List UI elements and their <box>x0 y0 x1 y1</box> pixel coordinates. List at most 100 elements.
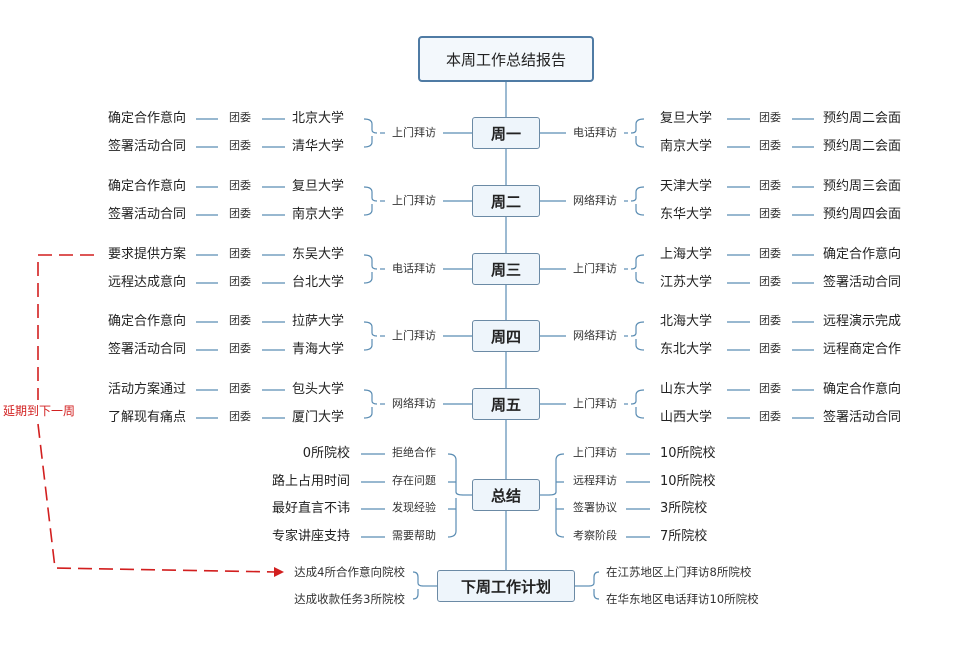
left-school-text: 复旦大学 <box>292 179 345 194</box>
day-node[interactable]: 周四 <box>472 320 540 352</box>
root-node[interactable]: 本周工作总结报告 <box>418 36 594 82</box>
left-org-text: 团委 <box>229 179 251 192</box>
summary-left-tag: 发现经验 <box>392 501 436 514</box>
summary-right-text: 3所院校 <box>660 501 708 516</box>
left-result-text: 确定合作意向 <box>107 111 186 126</box>
day-label: 周一 <box>490 124 521 143</box>
right-bracket <box>630 321 645 351</box>
left-org-text: 团委 <box>229 342 251 355</box>
left-result-text: 签署活动合同 <box>107 207 186 222</box>
right-org-text: 团委 <box>759 207 781 220</box>
right-org-text: 团委 <box>759 342 781 355</box>
right-school-text: 江苏大学 <box>660 275 713 290</box>
day-label: 周五 <box>490 395 521 414</box>
day-node[interactable]: 周三 <box>472 253 540 285</box>
postpone-arrowhead <box>274 567 284 577</box>
summary-left-tag: 拒绝合作 <box>392 446 436 459</box>
right-school-text: 复旦大学 <box>660 111 713 126</box>
right-method-label: 上门拜访 <box>573 262 617 275</box>
summary-right-tag: 考察阶段 <box>573 529 617 542</box>
plan-left-text: 达成收款任务3所院校 <box>294 592 405 606</box>
right-result-text: 预约周二会面 <box>823 111 902 126</box>
postpone-label: 延期到下一周 <box>3 404 76 418</box>
left-method-label: 上门拜访 <box>392 329 436 342</box>
summary-node[interactable]: 总结 <box>472 479 540 511</box>
plan-right-text: 在华东地区电话拜访10所院校 <box>606 592 759 606</box>
right-school-text: 上海大学 <box>660 247 713 262</box>
right-method-label: 电话拜访 <box>573 126 617 139</box>
summary-left-text: 路上占用时间 <box>271 474 350 489</box>
left-school-text: 拉萨大学 <box>292 314 345 329</box>
plan-right-text: 在江苏地区上门拜访8所院校 <box>606 565 752 579</box>
right-result-text: 确定合作意向 <box>823 382 902 397</box>
left-org-text: 团委 <box>229 207 251 220</box>
summary-left-tag: 需要帮助 <box>392 529 436 542</box>
right-org-text: 团委 <box>759 139 781 152</box>
right-school-text: 山东大学 <box>660 382 713 397</box>
left-org-text: 团委 <box>229 382 251 395</box>
right-school-text: 北海大学 <box>660 314 713 329</box>
right-result-text: 签署活动合同 <box>823 275 902 290</box>
summary-right-bracket <box>556 481 564 510</box>
summary-right-text: 7所院校 <box>660 529 708 544</box>
left-school-text: 东吴大学 <box>292 247 345 262</box>
right-org-text: 团委 <box>759 111 781 124</box>
summary-right-text: 10所院校 <box>660 474 716 489</box>
left-org-text: 团委 <box>229 111 251 124</box>
right-result-text: 签署活动合同 <box>823 410 902 425</box>
left-result-text: 签署活动合同 <box>107 342 186 357</box>
left-result-text: 签署活动合同 <box>107 139 186 154</box>
right-result-text: 远程商定合作 <box>823 342 902 357</box>
left-bracket <box>363 186 378 216</box>
day-label: 周二 <box>490 192 521 211</box>
left-school-text: 清华大学 <box>292 139 345 154</box>
right-school-text: 山西大学 <box>660 410 713 425</box>
left-result-text: 远程达成意向 <box>107 275 186 290</box>
summary-left-text: 专家讲座支持 <box>271 529 350 544</box>
left-method-label: 网络拜访 <box>392 397 436 410</box>
left-result-text: 活动方案通过 <box>107 382 186 397</box>
left-method-label: 上门拜访 <box>392 126 436 139</box>
left-method-label: 电话拜访 <box>392 262 436 275</box>
right-result-text: 预约周四会面 <box>823 207 902 222</box>
left-school-text: 包头大学 <box>292 382 345 397</box>
left-school-text: 南京大学 <box>292 207 345 222</box>
right-org-text: 团委 <box>759 179 781 192</box>
right-result-text: 远程演示完成 <box>823 314 902 329</box>
right-method-label: 网络拜访 <box>573 194 617 207</box>
plan-right-bracket <box>588 571 600 600</box>
summary-left-text: 0所院校 <box>302 446 350 461</box>
left-school-text: 青海大学 <box>292 342 345 357</box>
right-result-text: 预约周二会面 <box>823 139 902 154</box>
right-school-text: 南京大学 <box>660 139 713 154</box>
right-org-text: 团委 <box>759 314 781 327</box>
left-bracket <box>363 118 378 148</box>
root-label: 本周工作总结报告 <box>445 50 566 69</box>
summary-left-bracket <box>448 481 456 510</box>
right-school-text: 东华大学 <box>660 207 713 222</box>
plan-left-bracket <box>412 571 424 600</box>
left-result-text: 确定合作意向 <box>107 314 186 329</box>
right-school-text: 天津大学 <box>660 179 713 194</box>
left-org-text: 团委 <box>229 410 251 423</box>
left-org-text: 团委 <box>229 314 251 327</box>
right-bracket <box>630 118 645 148</box>
summary-left-text: 最好直言不讳 <box>271 501 350 516</box>
day-node[interactable]: 周一 <box>472 117 540 149</box>
next-plan-label: 下周工作计划 <box>460 577 551 596</box>
left-result-text: 要求提供方案 <box>107 247 186 262</box>
plan-left-text: 达成4所合作意向院校 <box>294 565 405 579</box>
left-school-text: 北京大学 <box>292 111 345 126</box>
next-plan-node[interactable]: 下周工作计划 <box>437 570 575 602</box>
summary-right-tag: 远程拜访 <box>573 474 617 487</box>
left-bracket <box>363 321 378 351</box>
day-node[interactable]: 周五 <box>472 388 540 420</box>
right-org-text: 团委 <box>759 247 781 260</box>
right-org-text: 团委 <box>759 275 781 288</box>
day-node[interactable]: 周二 <box>472 185 540 217</box>
left-result-text: 确定合作意向 <box>107 179 186 194</box>
summary-label: 总结 <box>490 486 521 505</box>
left-school-text: 台北大学 <box>292 275 345 290</box>
left-org-text: 团委 <box>229 139 251 152</box>
